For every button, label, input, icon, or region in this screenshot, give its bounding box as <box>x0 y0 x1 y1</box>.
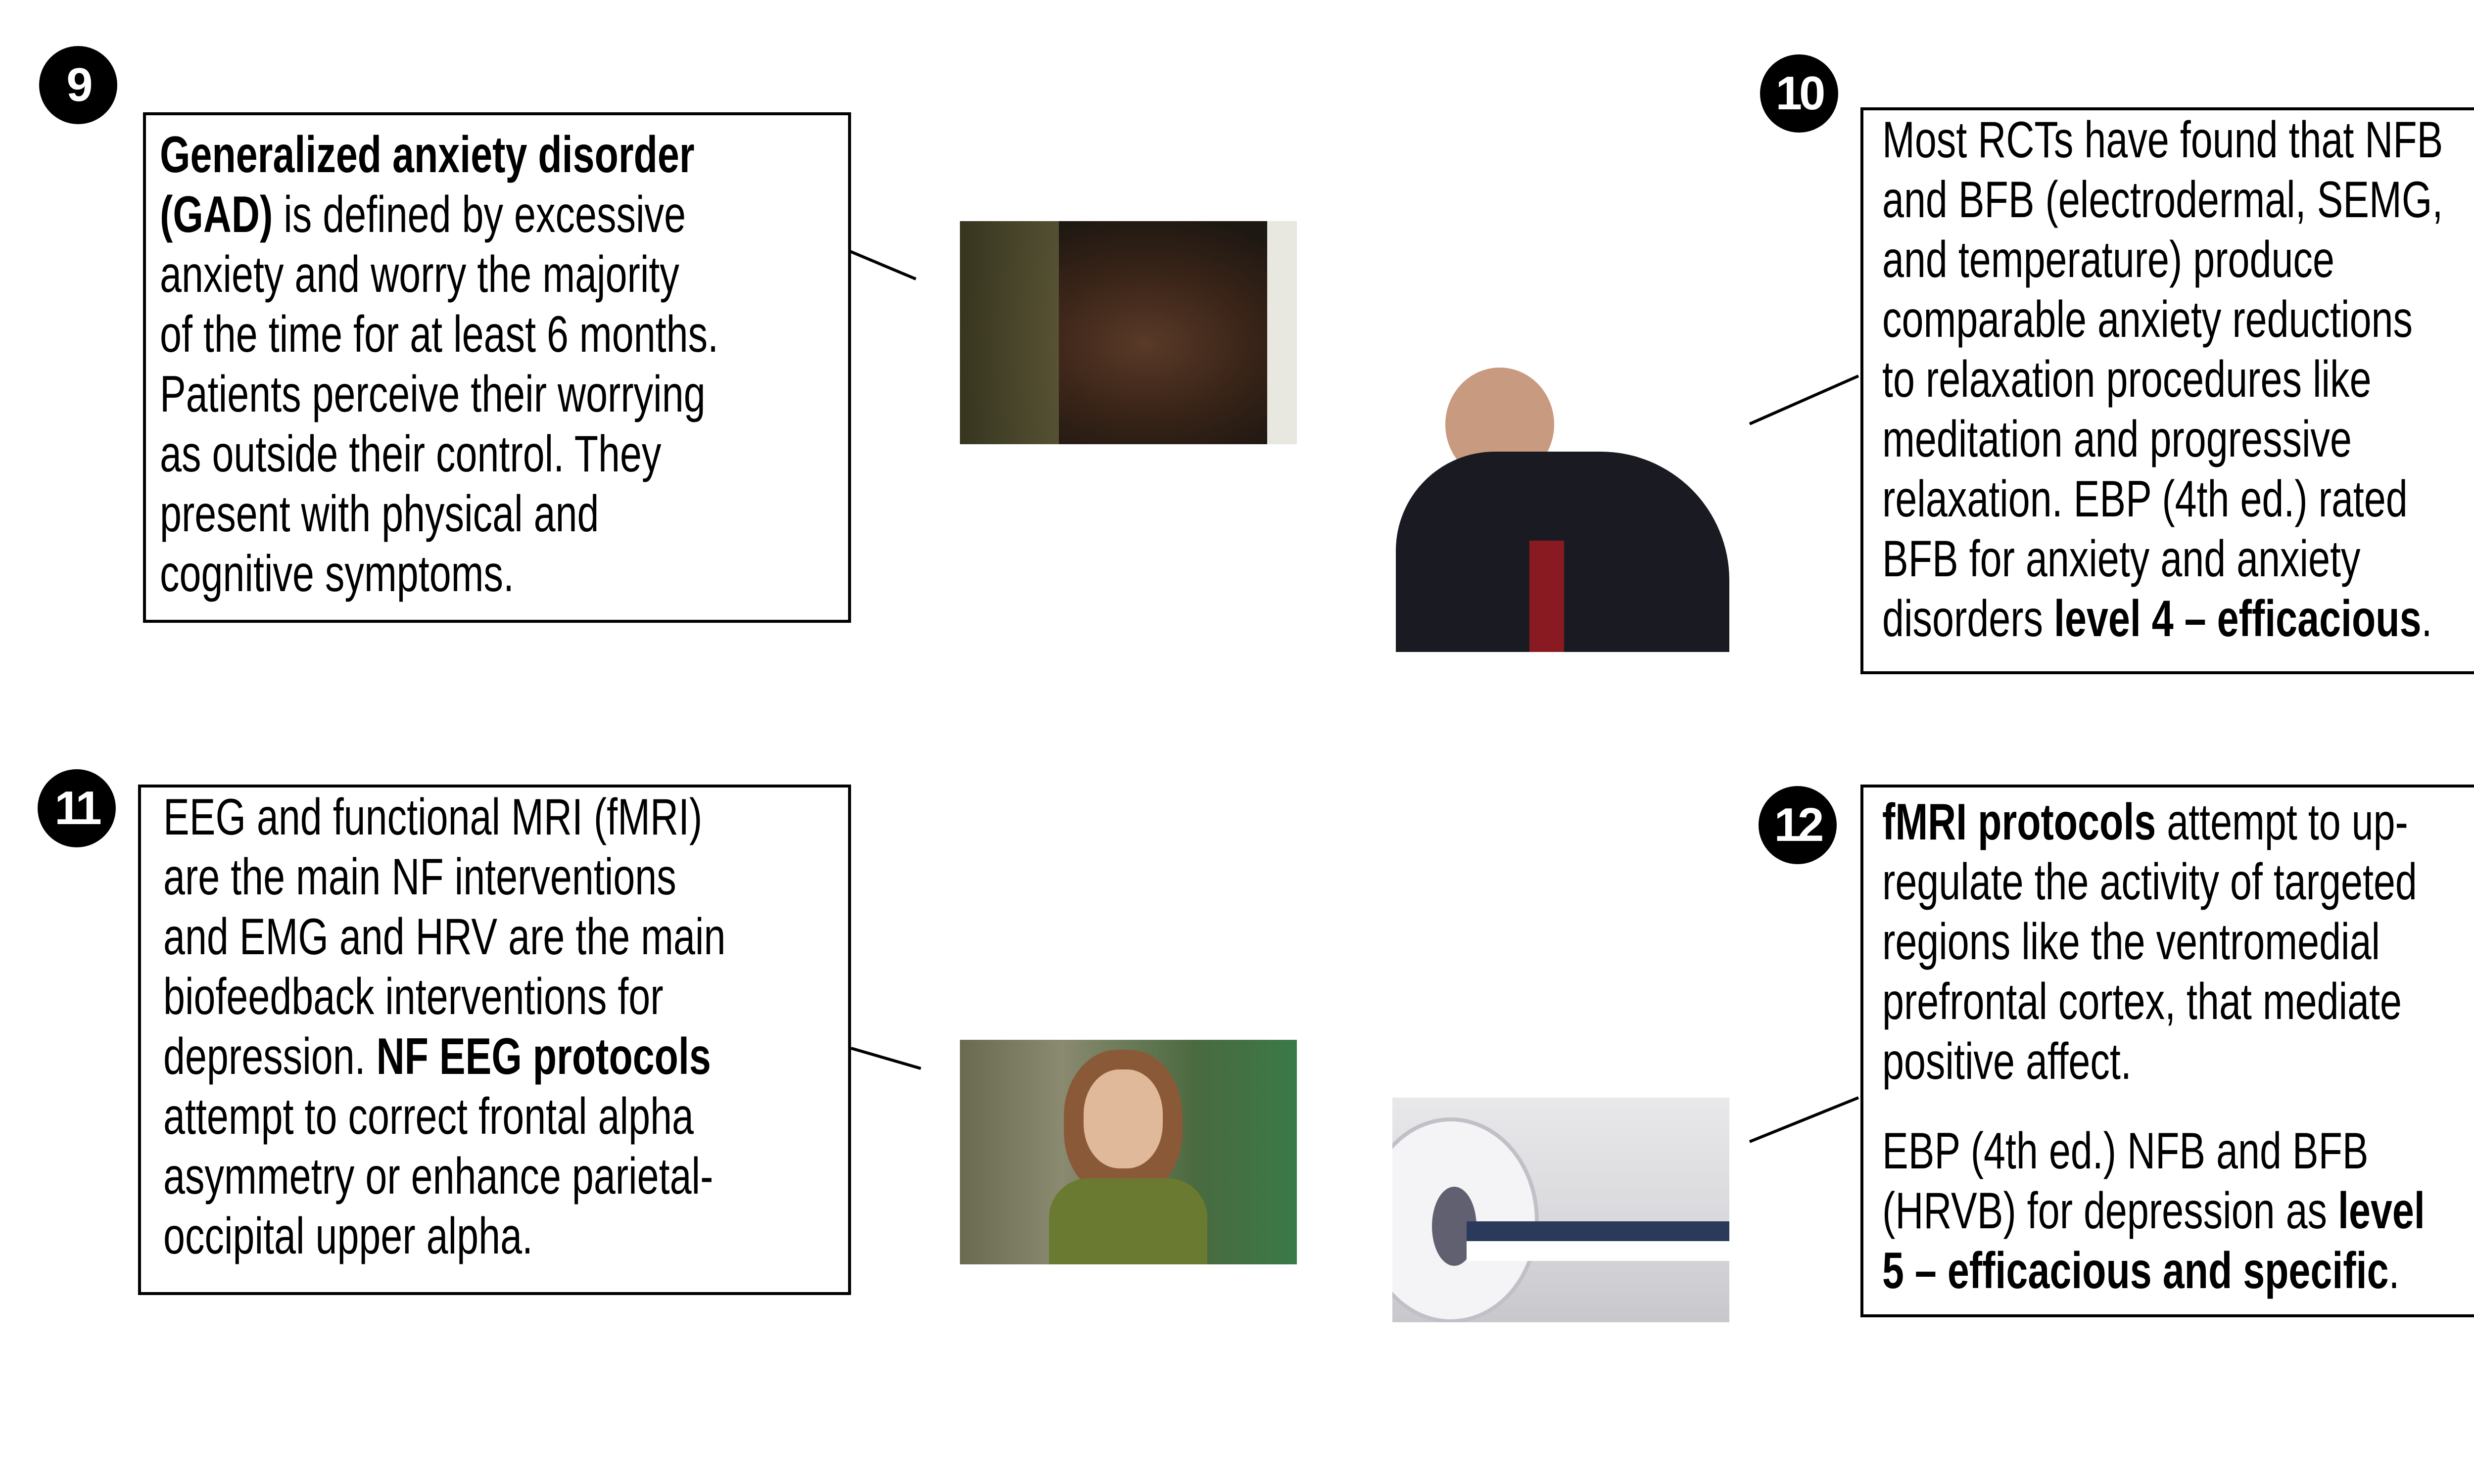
badge-10: 10 <box>1760 54 1838 133</box>
text-segment: as outside their control. They <box>160 425 662 483</box>
text-line: attempt to correct frontal alpha <box>163 1087 725 1147</box>
text-line: Generalized anxiety disorder <box>160 125 718 185</box>
panel-text: Generalized anxiety disorder(GAD) is def… <box>160 125 895 604</box>
photo-crying-soldier <box>960 221 1297 444</box>
text-box-depression-nf: EEG and functional MRI (fMRI)are the mai… <box>138 785 851 1295</box>
panel-text: EEG and functional MRI (fMRI)are the mai… <box>163 788 903 1266</box>
text-line: and BFB (electrodermal, SEMG, <box>1882 170 2443 230</box>
text-line: regions like the ventromedial <box>1882 912 2425 972</box>
text-segment: relaxation. EBP (4th ed.) rated <box>1882 470 2408 528</box>
text-segment: EBP (4th ed.) NFB and BFB <box>1882 1122 2369 1180</box>
text-line: (HRVB) for depression as level <box>1882 1181 2425 1241</box>
text-segment: of the time for at least 6 months. <box>160 306 719 363</box>
text-segment: Most RCTs have found that NFB <box>1882 111 2443 169</box>
text-segment: cognitive symptoms. <box>160 545 514 603</box>
text-segment: attempt to correct frontal alpha <box>163 1088 694 1145</box>
text-segment: regions like the ventromedial <box>1882 913 2380 971</box>
text-segment: to relaxation procedures like <box>1882 351 2372 408</box>
photo-distressed-man <box>1396 363 1729 652</box>
text-line: regulate the activity of targeted <box>1882 852 2425 912</box>
text-segment: . <box>2421 590 2432 648</box>
text-line: prefrontal cortex, that mediate <box>1882 972 2425 1032</box>
text-segment: prefrontal cortex, that mediate <box>1882 973 2402 1030</box>
text-segment: disorders <box>1882 590 2054 648</box>
text-segment: biofeedback interventions for <box>163 968 664 1025</box>
text-box-fmri-protocols: fMRI protocols attempt to up-regulate th… <box>1860 785 2474 1317</box>
text-line: anxiety and worry the majority <box>160 245 718 305</box>
bold-text: NF EEG protocols <box>376 1028 711 1085</box>
bold-text: level <box>2338 1182 2425 1240</box>
photo-sad-woman <box>960 1040 1297 1264</box>
text-line: BFB for anxiety and anxiety <box>1882 529 2443 589</box>
text-line: cognitive symptoms. <box>160 544 718 604</box>
text-line: EBP (4th ed.) NFB and BFB <box>1882 1121 2425 1181</box>
text-segment: and BFB (electrodermal, SEMG, <box>1882 171 2443 229</box>
bold-text: (GAD) <box>160 186 273 243</box>
bold-text: 5 – efficacious and specific <box>1882 1242 2389 1299</box>
badge-9: 9 <box>39 46 117 124</box>
text-segment: and EMG and HRV are the main <box>163 908 726 966</box>
text-segment: positive affect. <box>1882 1033 2132 1090</box>
text-line: and temperature) produce <box>1882 230 2443 290</box>
text-line: as outside their control. They <box>160 424 718 484</box>
text-segment: regulate the activity of targeted <box>1882 853 2417 911</box>
text-line: present with physical and <box>160 484 718 544</box>
text-segment: (HRVB) for depression as <box>1882 1182 2338 1240</box>
bold-text: level 4 – efficacious <box>2054 590 2422 648</box>
badge-11: 11 <box>38 769 116 847</box>
text-segment: present with physical and <box>160 485 599 543</box>
text-box-gad: Generalized anxiety disorder(GAD) is def… <box>143 112 851 623</box>
badge-12: 12 <box>1759 786 1837 864</box>
connector-line-10 <box>1749 374 1859 425</box>
text-segment: EEG and functional MRI (fMRI) <box>163 788 703 846</box>
text-segment: are the main NF interventions <box>163 848 676 906</box>
text-line: asymmetry or enhance parietal- <box>163 1147 725 1206</box>
text-line: relaxation. EBP (4th ed.) rated <box>1882 469 2443 529</box>
text-segment: Patients perceive their worrying <box>160 366 706 423</box>
paragraph-gap <box>1882 1092 2474 1121</box>
text-segment: anxiety and worry the majority <box>160 246 679 303</box>
text-segment: BFB for anxiety and anxiety <box>1882 530 2361 588</box>
bold-text: fMRI protocols <box>1882 793 2156 851</box>
text-line: (GAD) is defined by excessive <box>160 185 718 245</box>
text-line: are the main NF interventions <box>163 847 725 907</box>
text-segment: is defined by excessive <box>273 186 686 243</box>
text-line: 5 – efficacious and specific. <box>1882 1241 2425 1301</box>
text-segment: attempt to up- <box>2156 793 2408 851</box>
text-line: to relaxation procedures like <box>1882 350 2443 410</box>
text-line: depression. NF EEG protocols <box>163 1027 725 1087</box>
text-segment: meditation and progressive <box>1882 411 2352 468</box>
photo-mri-scanner <box>1392 1098 1729 1322</box>
text-line: disorders level 4 – efficacious. <box>1882 589 2443 649</box>
text-line: fMRI protocols attempt to up- <box>1882 792 2425 852</box>
text-segment: comparable anxiety reductions <box>1882 291 2413 348</box>
text-line: Most RCTs have found that NFB <box>1882 110 2443 170</box>
bold-text: Generalized anxiety disorder <box>160 126 695 184</box>
text-line: and EMG and HRV are the main <box>163 907 725 967</box>
text-line: EEG and functional MRI (fMRI) <box>163 788 725 847</box>
text-segment: occipital upper alpha. <box>163 1207 533 1265</box>
text-line: positive affect. <box>1882 1032 2425 1092</box>
text-segment: . <box>2388 1242 2400 1299</box>
text-line: biofeedback interventions for <box>163 967 725 1027</box>
text-line: Patients perceive their worrying <box>160 365 718 424</box>
text-line: of the time for at least 6 months. <box>160 305 718 365</box>
connector-line-12 <box>1749 1096 1859 1143</box>
text-segment: depression. <box>163 1028 377 1085</box>
panel-text: fMRI protocols attempt to up-regulate th… <box>1882 792 2474 1301</box>
text-line: comparable anxiety reductions <box>1882 290 2443 350</box>
text-line: meditation and progressive <box>1882 410 2443 469</box>
text-segment: and temperature) produce <box>1882 231 2334 288</box>
text-line: occipital upper alpha. <box>163 1206 725 1266</box>
text-segment: asymmetry or enhance parietal- <box>163 1148 714 1205</box>
